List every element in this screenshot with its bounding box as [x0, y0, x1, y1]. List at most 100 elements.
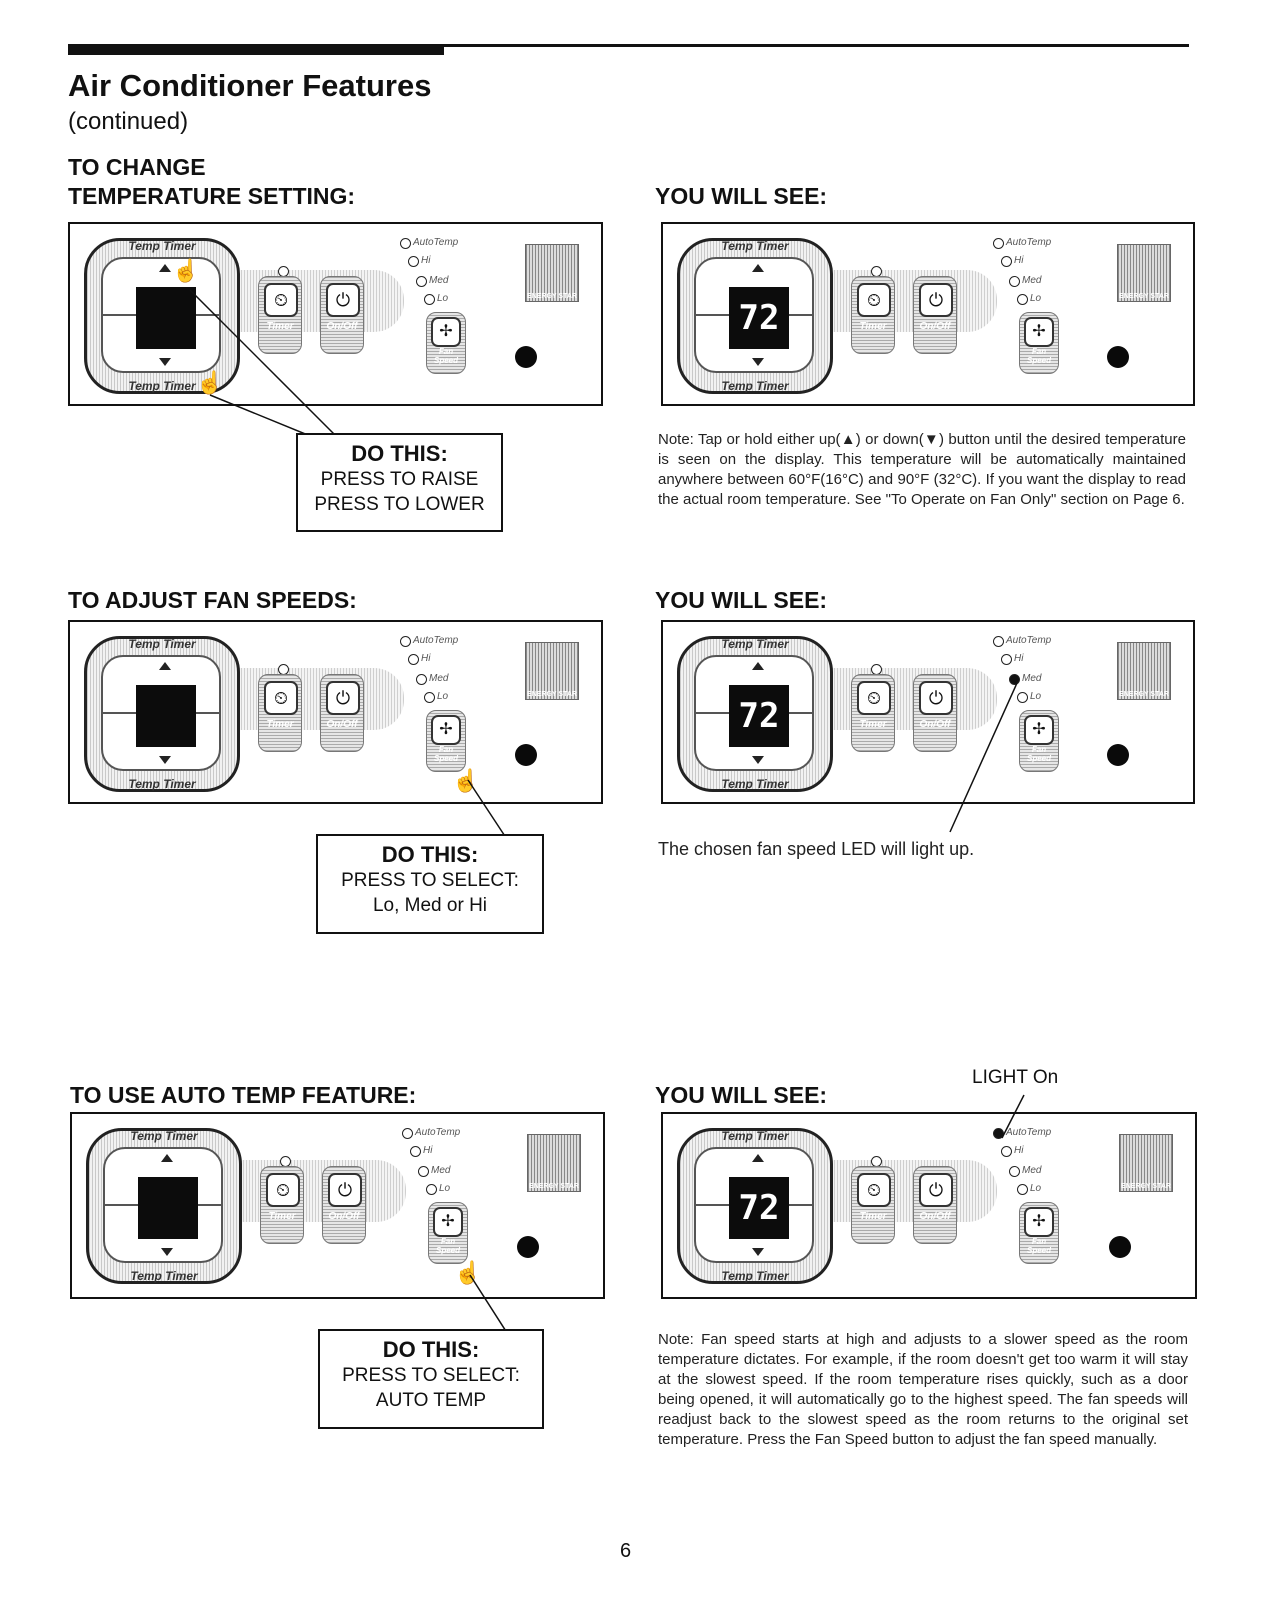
led-label-auto: AutoTemp — [413, 635, 459, 646]
section2-heading: TO ADJUST FAN SPEEDS: — [68, 587, 357, 613]
temp-down-button[interactable] — [752, 1248, 764, 1256]
fan-speed-label: Fan Speed — [433, 347, 458, 365]
power-icon: ⏻ — [328, 1173, 362, 1207]
timer-label: Timer — [266, 719, 294, 730]
fan-speed-button[interactable]: ✢Fan Speed — [428, 1202, 468, 1264]
power-button[interactable]: ⏻ On/Off — [320, 674, 364, 752]
temp-down-button[interactable] — [159, 756, 171, 764]
fan-speed-button[interactable]: ✢Fan Speed — [1019, 312, 1059, 374]
temp-timer-label-bottom: Temp Timer — [130, 1269, 198, 1283]
led-auto — [993, 636, 1004, 647]
temperature-display — [136, 685, 196, 747]
led-hi — [1001, 256, 1012, 267]
energy-star-label: ENERGY STAR — [1119, 293, 1169, 300]
led-label-hi: Hi — [1014, 1145, 1024, 1156]
power-icon: ⏻ — [919, 681, 953, 715]
fan-speed-button[interactable]: ✢Fan Speed — [1019, 710, 1059, 772]
fan-speed-button[interactable]: ✢Fan Speed — [426, 312, 466, 374]
temp-up-button[interactable] — [752, 1154, 764, 1162]
led-med — [1009, 276, 1020, 287]
power-label: On/Off — [919, 719, 951, 730]
dial-inner: 72 — [694, 1147, 814, 1263]
indicator-dot — [515, 744, 537, 766]
led-med — [416, 674, 427, 685]
temp-up-button[interactable] — [161, 1154, 173, 1162]
temp-up-button[interactable] — [159, 662, 171, 670]
energy-star-logo: ENERGY STAR — [1117, 244, 1171, 302]
power-button[interactable]: ⏻ On/Off — [913, 674, 957, 752]
led-med — [1009, 1166, 1020, 1177]
energy-star-logo: ENERGY STAR — [1117, 642, 1171, 700]
led-label-med: Med — [1022, 673, 1042, 684]
section1-do-line1: PRESS TO RAISE — [320, 469, 479, 490]
temp-down-button[interactable] — [752, 358, 764, 366]
led-med — [416, 276, 427, 287]
dial-inner — [103, 1147, 223, 1263]
temp-timer-label-top: Temp Timer — [721, 1129, 789, 1143]
temp-timer-label-top: Temp Timer — [128, 637, 196, 651]
timer-button[interactable]: ⏲Timer — [851, 276, 895, 354]
power-icon: ⏻ — [326, 681, 360, 715]
power-button[interactable]: ⏻On/Off — [913, 276, 957, 354]
section3-do-this-box: DO THIS: PRESS TO SELECT: AUTO TEMP — [318, 1329, 544, 1429]
power-label: On/Off — [326, 719, 358, 730]
power-icon: ⏻ — [326, 283, 360, 317]
temp-timer-label-top: Temp Timer — [128, 239, 196, 253]
fan-speed-button[interactable]: ✢Fan Speed — [1019, 1202, 1059, 1264]
timer-button[interactable]: ⏲Timer — [258, 674, 302, 752]
section2-do-line2: Lo, Med or Hi — [372, 895, 488, 916]
temperature-display: 72 — [729, 685, 789, 747]
power-button[interactable]: ⏻On/Off — [320, 276, 364, 354]
led-label-auto: AutoTemp — [1006, 635, 1052, 646]
led-lo — [1017, 294, 1028, 305]
temp-down-button[interactable] — [159, 358, 171, 366]
led-label-lo: Lo — [1030, 293, 1042, 304]
energy-star-logo: ENERGY STAR — [1119, 1134, 1173, 1192]
page-number: 6 — [620, 1540, 632, 1562]
led-hi — [1001, 1146, 1012, 1157]
temperature-display: 72 — [729, 1177, 789, 1239]
timer-button[interactable]: ⏲Timer — [851, 674, 895, 752]
led-lo — [424, 692, 435, 703]
fan-speed-label: Fan Speed — [435, 1237, 460, 1255]
led-label-hi: Hi — [423, 1145, 433, 1156]
led-med — [418, 1166, 429, 1177]
section3-do-line2: AUTO TEMP — [375, 1390, 487, 1411]
temp-timer-label-top: Temp Timer — [130, 1129, 198, 1143]
page-title: Air Conditioner Features — [68, 68, 432, 103]
section1-heading-line1: TO CHANGE — [68, 154, 206, 180]
temp-timer-label-bottom: Temp Timer — [128, 379, 196, 393]
temp-down-button[interactable] — [752, 756, 764, 764]
timer-button[interactable]: ⏲Timer — [258, 276, 302, 354]
timer-label: Timer — [268, 1211, 296, 1222]
section3-heading: TO USE AUTO TEMP FEATURE: — [70, 1082, 417, 1108]
section1-do-this-box: DO THIS: PRESS TO RAISE PRESS TO LOWER — [296, 433, 503, 532]
led-label-med: Med — [429, 673, 449, 684]
timer-button[interactable]: ⏲Timer — [260, 1166, 304, 1244]
power-button[interactable]: ⏻On/Off — [913, 1166, 957, 1244]
temp-up-button[interactable] — [159, 264, 171, 272]
timer-button[interactable]: ⏲Timer — [851, 1166, 895, 1244]
temp-down-button[interactable] — [161, 1248, 173, 1256]
fan-icon: ✢ — [431, 715, 461, 745]
temp-up-button[interactable] — [752, 264, 764, 272]
indicator-dot — [515, 346, 537, 368]
led-label-med: Med — [429, 275, 449, 286]
timer-icon: ⏲ — [264, 283, 298, 317]
timer-icon: ⏲ — [857, 1173, 891, 1207]
fan-icon: ✢ — [1024, 715, 1054, 745]
fan-speed-button[interactable]: ✢Fan Speed — [426, 710, 466, 772]
dial-inner — [101, 257, 221, 373]
led-auto — [402, 1128, 413, 1139]
temp-timer-label-top: Temp Timer — [721, 637, 789, 651]
temp-up-button[interactable] — [752, 662, 764, 670]
power-button[interactable]: ⏻On/Off — [322, 1166, 366, 1244]
led-hi — [410, 1146, 421, 1157]
header-rule-thin — [68, 44, 1189, 47]
timer-icon: ⏲ — [857, 283, 891, 317]
